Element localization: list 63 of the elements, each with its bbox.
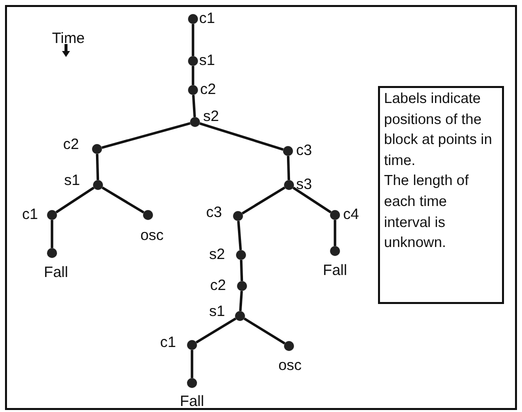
state-label: s1 [209,304,225,320]
state-dot [236,250,246,260]
state-dot [143,210,153,220]
tree-branch [242,186,286,214]
state-label: c3 [206,205,222,221]
state-dot [284,341,294,351]
state-dot [188,85,198,95]
tree-branch [56,186,94,214]
state-dot [233,211,243,221]
state-dot [190,117,200,127]
tree-branch [199,122,284,151]
tree-branch [237,220,242,250]
state-dot [187,340,197,350]
state-dot [284,180,294,190]
tree-branch [50,220,54,248]
state-dot [47,210,57,220]
state-label: s3 [296,177,312,193]
state-dot [188,56,198,66]
state-label: s1 [199,53,215,69]
state-dot [283,146,293,156]
note-box [378,86,504,304]
state-label: s1 [64,173,80,189]
state-label: c2 [200,82,216,98]
tree-branch [196,318,236,344]
tree-branch [192,94,196,118]
state-label: osc [140,228,164,244]
state-dot [92,144,102,154]
state-label: c1 [160,335,176,351]
tree-branch [240,260,244,282]
state-label: c2 [63,137,79,153]
state-dot [235,311,245,321]
state-label: c1 [22,207,38,223]
tree-branch [244,318,286,344]
note-text: Labels indicate positions of the block at points in time. [384,90,492,171]
tree-branch [96,154,100,180]
state-dot [93,180,103,190]
note-text: The length of each time interval is unknown. [384,172,470,254]
state-label: c1 [199,11,215,27]
state-dot [47,248,57,258]
state-dot [237,281,247,291]
tree-branch [102,186,144,214]
state-label: s2 [209,247,225,263]
tree-branch [192,66,194,85]
state-label: Fall [322,263,348,279]
state-label: osc [278,358,302,374]
state-dot [330,246,340,256]
state-label: c4 [343,207,359,223]
state-dot [187,378,197,388]
tree-branch [334,220,336,246]
time-label: Time [52,30,85,47]
state-label: s2 [203,109,219,125]
tree-branch [102,122,190,149]
tree-branch [292,186,332,214]
tree-branch [286,156,290,180]
state-dot [188,14,198,24]
state-label: c3 [296,143,312,159]
state-dot [330,210,340,220]
state-label: c2 [210,278,226,294]
state-label: Fall [180,394,204,410]
state-label: Fall [44,265,68,281]
tree-branch [239,290,243,312]
tree-branch [192,24,194,56]
tree-branch [190,350,194,378]
